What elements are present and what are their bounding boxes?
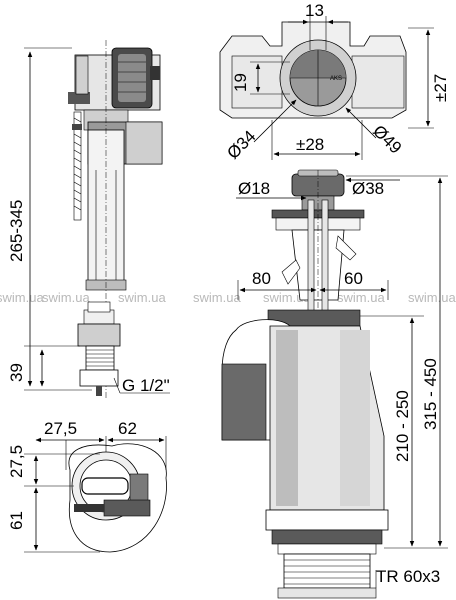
fill-valve-side-view bbox=[68, 40, 163, 400]
fill-valve-top-view bbox=[68, 443, 167, 553]
dim-top-view-horizontal: 27,5 62 bbox=[35, 419, 167, 470]
offset-60-label: 60 bbox=[344, 269, 363, 288]
adjustment-rod bbox=[72, 111, 82, 221]
dim-height-range: 265-345 bbox=[7, 47, 92, 391]
range-210-250-label: 210 - 250 bbox=[393, 390, 412, 462]
bottom-thread-label: TR 60x3 bbox=[376, 567, 440, 586]
watermark: swim.ua bbox=[337, 290, 385, 305]
top-d34-label: Ø34 bbox=[223, 127, 259, 163]
button-d18-label: Ø18 bbox=[238, 179, 270, 198]
flush-button-top-view: AKS 13 19 ±27 Ø34 Ø49 ±28 bbox=[219, 1, 450, 163]
watermark: swim.ua bbox=[118, 290, 166, 305]
offset-62-label: 62 bbox=[118, 419, 137, 438]
dim-button-diameters: Ø18 Ø38 bbox=[236, 177, 400, 201]
offset-27-5-vertical-label: 27,5 bbox=[7, 445, 26, 478]
dim-bottom-thread: TR 60x3 bbox=[375, 567, 440, 588]
range-315-450-label: 315 - 450 bbox=[421, 358, 440, 430]
dim-height-ranges: 210 - 250 315 - 450 bbox=[346, 175, 448, 549]
top-d49-label: Ø49 bbox=[369, 121, 405, 157]
dim-offsets: 80 60 bbox=[237, 269, 389, 300]
offset-61-label: 61 bbox=[7, 511, 26, 530]
offset-80-label: 80 bbox=[252, 269, 271, 288]
watermark: swim.ua bbox=[42, 290, 90, 305]
watermark-row: swim.ua swim.ua swim.ua swim.ua swim.ua … bbox=[0, 290, 456, 305]
dim-thread-size: G 1/2" bbox=[113, 376, 170, 395]
watermark: swim.ua bbox=[193, 290, 241, 305]
top-13-label: 13 bbox=[305, 1, 324, 20]
button-d38-label: Ø38 bbox=[352, 179, 384, 198]
watermark: swim.ua bbox=[0, 290, 44, 305]
watermark: swim.ua bbox=[408, 290, 456, 305]
button-marking: AKS bbox=[330, 76, 342, 82]
height-range-label: 265-345 bbox=[7, 200, 26, 262]
dim-thread-length: 39 bbox=[7, 345, 80, 387]
top-pm27-label: ±27 bbox=[431, 74, 450, 102]
thread-length-label: 39 bbox=[7, 363, 26, 382]
offset-27-5-label: 27,5 bbox=[44, 419, 77, 438]
dim-top-view-vertical: 27,5 61 bbox=[7, 445, 100, 553]
top-19-label: 19 bbox=[231, 73, 250, 92]
flush-valve-side-view bbox=[221, 169, 389, 599]
fill-valve-thread-view bbox=[77, 301, 121, 396]
top-pm28-label: ±28 bbox=[296, 135, 324, 154]
thread-size-label: G 1/2" bbox=[122, 376, 170, 395]
